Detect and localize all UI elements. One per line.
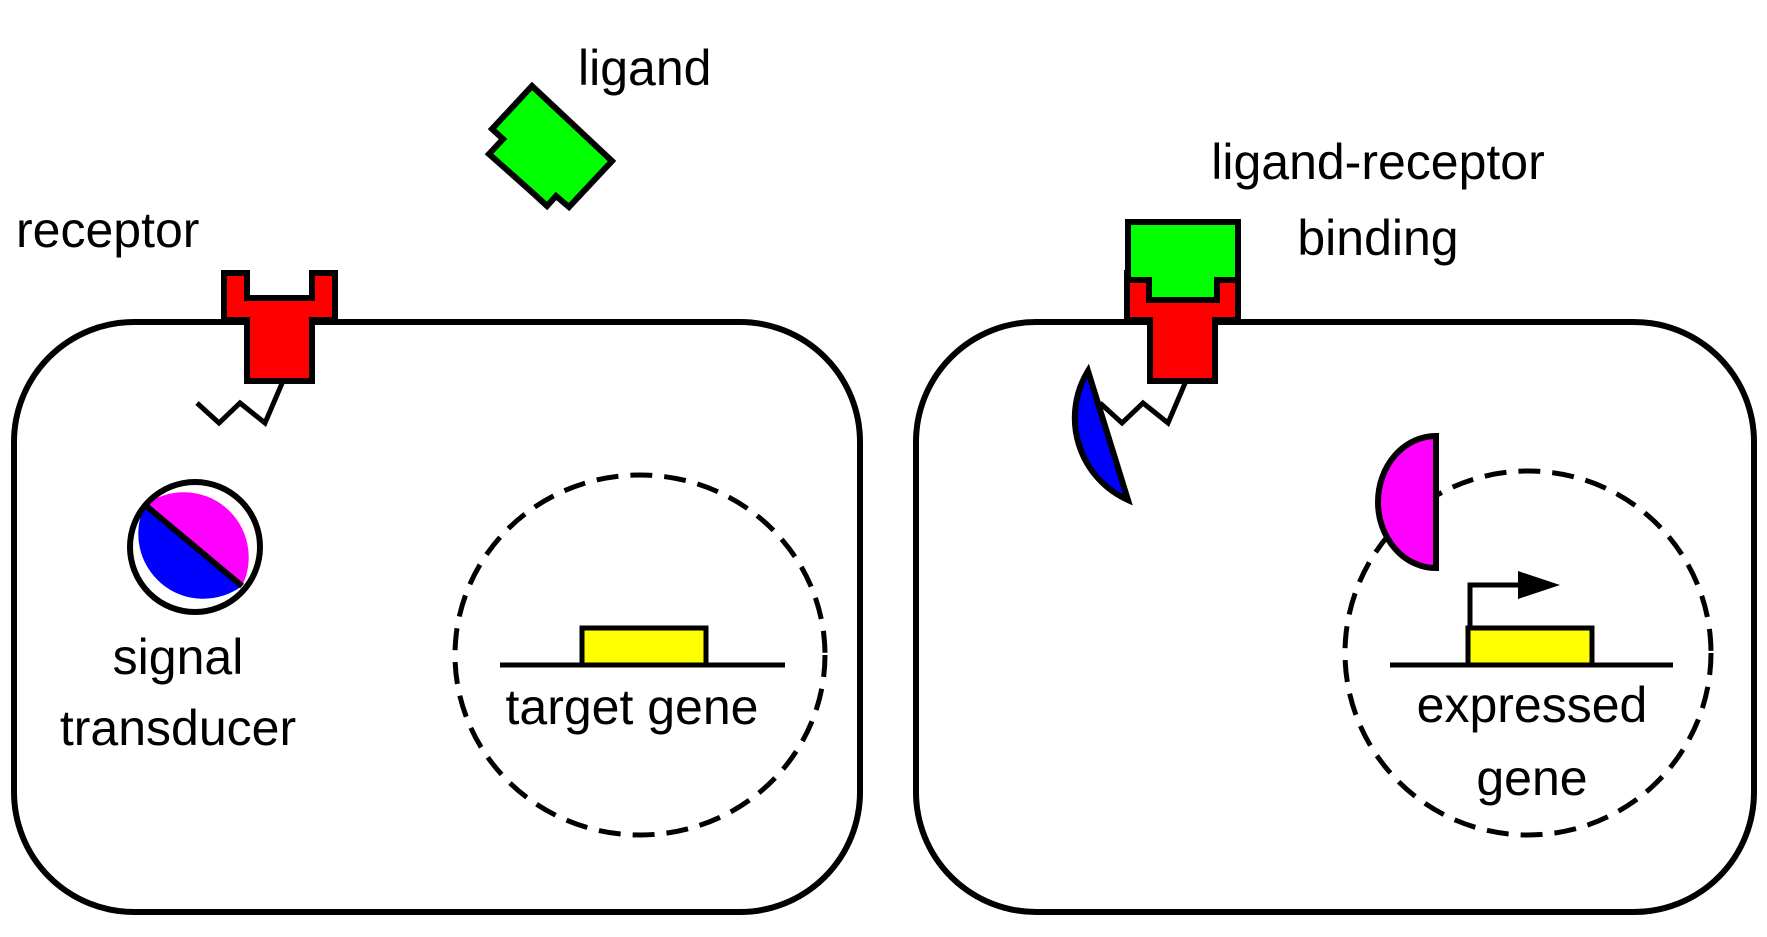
target-gene-box bbox=[579, 625, 709, 668]
signal-transducer-label-line1: signal bbox=[113, 629, 244, 685]
transducer-magenta-released bbox=[1375, 432, 1439, 572]
transducer-magenta-half bbox=[145, 492, 249, 586]
transducer-blue-released bbox=[1071, 363, 1133, 506]
right-nucleus bbox=[1342, 468, 1714, 838]
receptor-left-tail bbox=[195, 380, 286, 428]
expressed-gene-label-line2: gene bbox=[1476, 750, 1587, 806]
right-panel: ligand-receptor binding expressed gene bbox=[913, 134, 1757, 915]
target-gene-label: target gene bbox=[506, 679, 759, 735]
ligand-bound bbox=[1125, 219, 1241, 303]
right-cell-membrane bbox=[913, 319, 1757, 915]
left-cell-membrane bbox=[11, 319, 863, 915]
ligand-free bbox=[484, 81, 617, 212]
receptor-label: receptor bbox=[16, 202, 199, 258]
expressed-gene-label-line1: expressed bbox=[1417, 677, 1648, 733]
signal-transducer-label-line2: transducer bbox=[60, 700, 296, 756]
binding-label-line1: ligand-receptor bbox=[1211, 134, 1545, 190]
receptor-left bbox=[221, 270, 338, 384]
signal-transducer bbox=[127, 479, 263, 615]
left-panel: ligand receptor signal transducer target… bbox=[11, 40, 863, 915]
transducer-blue-half bbox=[138, 505, 242, 599]
left-nucleus bbox=[452, 472, 828, 838]
transcription-arrow bbox=[1467, 582, 1520, 628]
binding-label-line2: binding bbox=[1297, 210, 1458, 266]
receptor-right-tail bbox=[1098, 380, 1189, 428]
arrow-head bbox=[1518, 571, 1560, 599]
expressed-gene-box bbox=[1465, 625, 1595, 668]
ligand-label: ligand bbox=[578, 40, 711, 96]
